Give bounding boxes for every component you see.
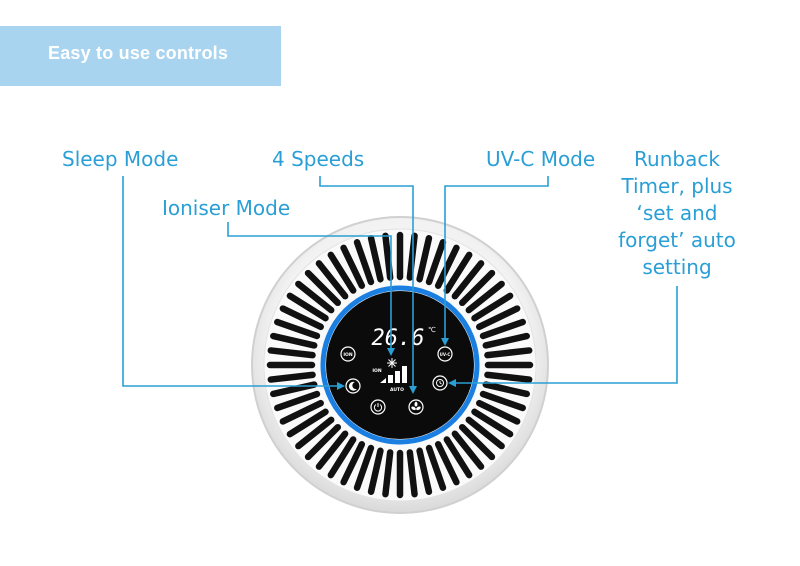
power-icon xyxy=(373,404,383,412)
fan-icon xyxy=(411,401,421,411)
power-button[interactable] xyxy=(370,399,386,415)
vent-grille xyxy=(266,231,534,499)
vent-slot xyxy=(353,444,375,491)
vent-slot xyxy=(367,447,384,495)
vent-slot xyxy=(465,280,505,314)
glow-ring-halo xyxy=(315,280,485,450)
vent-slot xyxy=(471,408,514,438)
fan-button[interactable] xyxy=(408,399,424,415)
vent-slot xyxy=(382,449,394,498)
vent-slot xyxy=(406,449,418,498)
glow-ring xyxy=(320,285,480,445)
callout-runback-timer: Runback Timer, plus ‘set and forget’ aut… xyxy=(609,146,745,281)
vent-slot xyxy=(267,347,316,359)
vent-slot xyxy=(484,347,533,359)
uvc-leader-line xyxy=(441,176,549,346)
vent-slot xyxy=(476,399,521,425)
ion-indicator-label: ION xyxy=(372,368,381,374)
vent-slot xyxy=(304,423,342,461)
vent-slot xyxy=(425,239,447,286)
vent-slot xyxy=(476,305,521,331)
timer-button[interactable] xyxy=(432,375,448,391)
callout-sleep-mode: Sleep Mode xyxy=(62,147,179,171)
vent-slot xyxy=(267,371,316,383)
vent-slot xyxy=(295,280,335,314)
ioniser-sparkle-icon xyxy=(387,358,397,368)
sleep-moon-icon xyxy=(348,381,357,391)
speeds-leader-line xyxy=(319,176,417,394)
vent-slot xyxy=(434,441,460,486)
temperature-display: 26.6 xyxy=(372,326,425,351)
uvc-button-label: UV-C xyxy=(440,352,451,357)
vent-slot xyxy=(274,318,321,340)
vent-slot xyxy=(416,447,433,495)
vent-slot xyxy=(482,381,530,398)
vent-slot xyxy=(479,318,526,340)
vent-slot xyxy=(367,235,384,283)
callout-lines xyxy=(122,176,678,394)
vent-slot xyxy=(479,390,526,412)
sleep-leader-line xyxy=(122,176,345,390)
vent-slot xyxy=(315,260,349,300)
vent-slot xyxy=(340,441,366,486)
vent-slot xyxy=(327,251,357,294)
vent-slot xyxy=(458,269,496,307)
callout-ioniser-mode: Ioniser Mode xyxy=(162,196,291,220)
speed-bars-icon xyxy=(380,366,407,383)
control-panel xyxy=(326,291,474,439)
vent-slot xyxy=(416,235,433,283)
temperature-unit: ℃ xyxy=(428,326,436,334)
vent-slot xyxy=(279,305,324,331)
banner-title: Easy to use controls xyxy=(48,43,229,63)
vent-slot xyxy=(451,260,485,300)
vent-slot xyxy=(458,423,496,461)
ion-button-label: ION xyxy=(343,352,352,358)
vent-slot xyxy=(434,244,460,289)
vent-slot xyxy=(274,390,321,412)
callout-uvc-mode: UV-C Mode xyxy=(486,147,596,171)
vent-slot xyxy=(279,399,324,425)
auto-label: AUTO xyxy=(390,387,404,393)
vent-slot xyxy=(286,292,329,322)
callout-runback-line: Runback xyxy=(634,147,720,171)
header-banner xyxy=(0,26,281,86)
vent-slot xyxy=(471,292,514,322)
callout-runback-line: ‘set and xyxy=(636,201,718,225)
vent-slot xyxy=(465,416,505,450)
vent-slot xyxy=(315,430,349,470)
vent-slot xyxy=(353,239,375,286)
vent-slot xyxy=(340,244,366,289)
vent-slot xyxy=(451,430,485,470)
ioniser-leader-line xyxy=(227,222,395,356)
ion-button[interactable]: ION xyxy=(340,346,356,362)
vent-slot xyxy=(304,269,342,307)
vent-slot xyxy=(382,232,394,281)
vent-slot xyxy=(286,408,329,438)
vent-slot xyxy=(295,416,335,450)
callout-runback-line: forget’ auto xyxy=(618,228,736,252)
vent-slot xyxy=(327,436,357,479)
vent-slot xyxy=(425,444,447,491)
uvc-button[interactable]: UV-C xyxy=(437,346,453,362)
vent-slot xyxy=(443,436,473,479)
callout-4-speeds: 4 Speeds xyxy=(272,147,365,171)
callout-runback-line: Timer, plus xyxy=(621,174,733,198)
timer-leader-line xyxy=(448,286,678,387)
timer-icon xyxy=(436,379,444,387)
vent-slot xyxy=(484,371,533,383)
vent-slot xyxy=(443,251,473,294)
vent-slot xyxy=(270,332,318,349)
vent-slot xyxy=(482,332,530,349)
callout-runback-line: setting xyxy=(642,255,712,279)
sleep-button[interactable] xyxy=(345,378,361,394)
